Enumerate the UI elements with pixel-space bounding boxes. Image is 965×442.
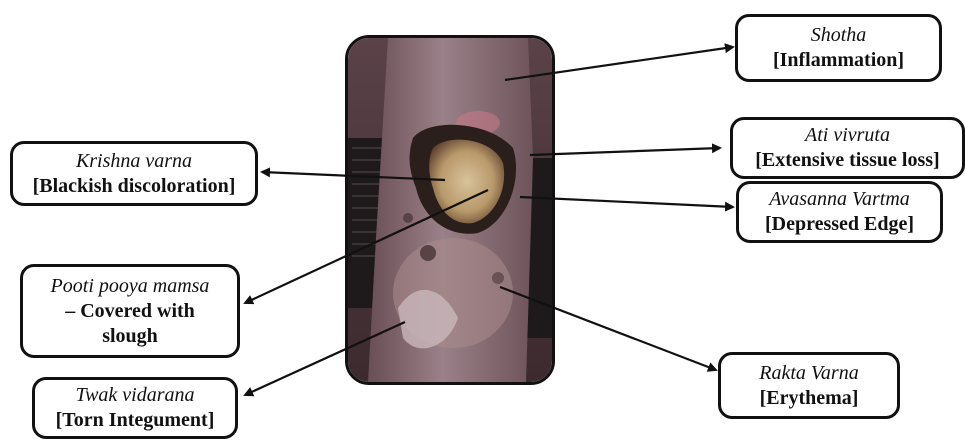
label-avasanna-vartma-term: Avasanna Vartma [769, 187, 910, 212]
label-krishna-varna: Krishna varna [Blackish discoloration] [10, 141, 258, 206]
arrow-avasanna-vartma [520, 197, 733, 207]
label-ati-vivruta-term: Ati vivruta [805, 123, 890, 148]
arrow-pooti-pooya-mamsa [245, 190, 488, 303]
label-krishna-varna-term: Krishna varna [76, 149, 192, 174]
label-pooti-pooya-mamsa-meaning-line1: – Covered with [65, 299, 195, 324]
arrow-krishna-varna [262, 172, 445, 180]
label-ati-vivruta: Ati vivruta [Extensive tissue loss] [730, 117, 965, 179]
label-pooti-pooya-mamsa-term: Pooti pooya mamsa [51, 274, 210, 299]
label-twak-vidarana: Twak vidarana [Torn Integument] [32, 377, 238, 439]
arrow-twak-vidarana [245, 322, 405, 395]
label-shotha-meaning: [Inflammation] [773, 48, 904, 73]
label-twak-vidarana-term: Twak vidarana [75, 383, 194, 408]
label-shotha-term: Shotha [811, 23, 867, 48]
arrow-ati-vivruta [530, 148, 720, 155]
label-rakta-varna: Rakta Varna [Erythema] [718, 352, 900, 419]
arrow-shotha [505, 47, 733, 80]
label-twak-vidarana-meaning: [Torn Integument] [56, 408, 215, 433]
label-avasanna-vartma: Avasanna Vartma [Depressed Edge] [736, 181, 943, 243]
label-rakta-varna-term: Rakta Varna [759, 361, 858, 386]
label-shotha: Shotha [Inflammation] [735, 14, 942, 82]
arrow-rakta-varna [500, 287, 716, 370]
label-pooti-pooya-mamsa-meaning-line2: slough [102, 324, 158, 349]
label-krishna-varna-meaning: [Blackish discoloration] [33, 174, 236, 199]
label-ati-vivruta-meaning: [Extensive tissue loss] [755, 148, 939, 173]
label-rakta-varna-meaning: [Erythema] [760, 386, 859, 411]
label-avasanna-vartma-meaning: [Depressed Edge] [765, 212, 914, 237]
label-pooti-pooya-mamsa: Pooti pooya mamsa – Covered with slough [20, 264, 240, 358]
